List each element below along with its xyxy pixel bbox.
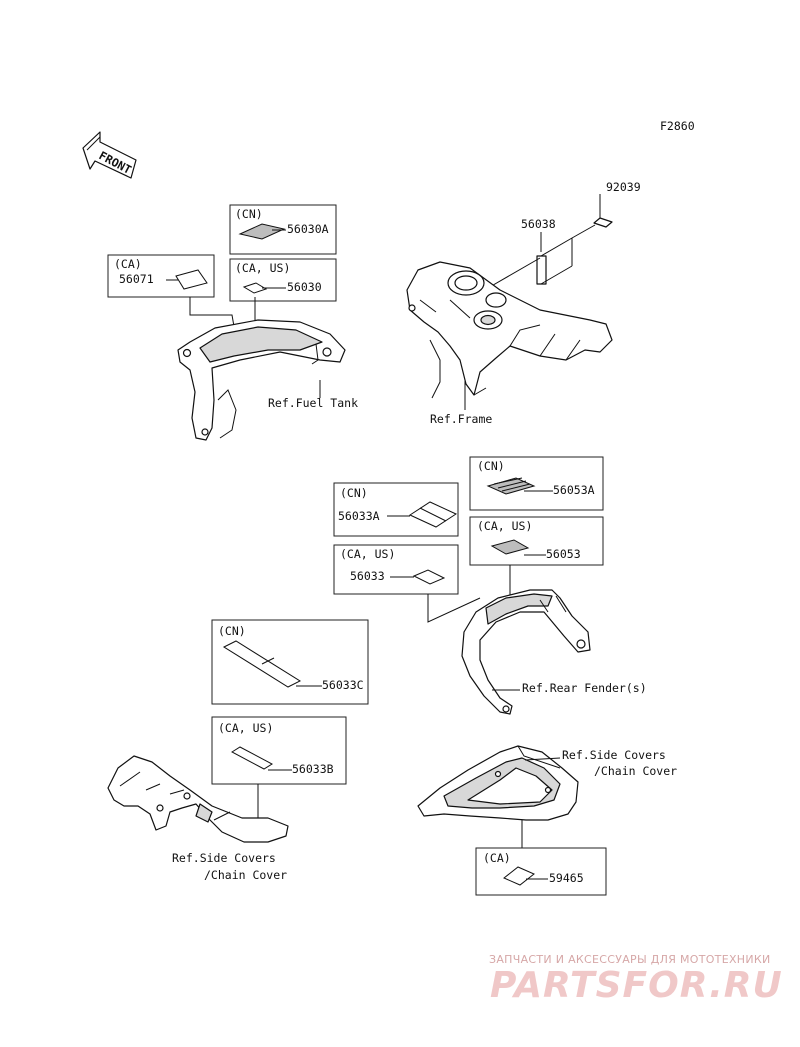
callout-box [333,544,459,595]
region-label: (CA, US) [477,519,532,533]
callout-56030: (CA, US) 56030 [229,258,337,302]
callout-56071: (CA) 56071 [107,254,215,298]
region-label: (CN) [340,486,368,500]
decal-59465 [503,866,535,886]
part-number: 56053A [553,483,595,497]
ref-rear-fender: Ref.Rear Fender(s) [522,681,647,695]
front-arrow-icon: FRONT [82,131,137,179]
watermark-tagline: ЗАПЧАСТИ И АКСЕССУАРЫ ДЛЯ МОТОТЕХНИКИ [489,953,771,966]
callout-56033c: (CN) 56033C [211,619,369,705]
part-number: 56033 [350,569,385,583]
region-label: (CA, US) [235,261,290,275]
rivet-92039 [593,217,613,228]
right-side-cover [417,745,579,821]
part-92039: 92039 [606,180,641,194]
figure-code: F2860 [660,119,695,133]
left-side-cover [107,755,289,843]
region-label: (CA, US) [340,547,395,561]
plate-56038 [536,255,547,285]
part-number: 56033B [292,762,334,776]
part-number: 56033C [322,678,364,692]
ref-side-covers-right-1: Ref.Side Covers [562,748,666,762]
callout-box [211,619,369,705]
ref-side-covers-left-2: /Chain Cover [204,868,287,882]
part-number: 56071 [119,272,154,286]
callout-56033b: (CA, US) 56033B [211,716,347,785]
region-label: (CA) [483,851,511,865]
callout-59465: (CA) 59465 [475,847,607,896]
part-number: 56053 [546,547,581,561]
callout-box [333,482,459,537]
decal-56071 [175,269,208,290]
part-number: 59465 [549,871,584,885]
callout-56033: (CA, US) 56033 [333,544,459,595]
ref-frame: Ref.Frame [430,412,492,426]
callout-box [211,716,347,785]
callout-box [475,847,607,896]
callout-56053a: (CN) 56053A [469,456,604,511]
part-number: 56033A [338,509,380,523]
decal-56030a [238,223,286,240]
callout-box [107,254,215,298]
callout-56030a: (CN) 56030A [229,204,337,255]
ref-fuel-tank: Ref.Fuel Tank [268,396,358,410]
decal-56030 [242,282,268,294]
watermark-brand: PARTSFOR.RU [490,965,783,1006]
callout-56053: (CA, US) 56053 [469,516,604,566]
callout-56033a: (CN) 56033A [333,482,459,537]
decal-56033 [412,569,446,585]
region-label: (CA, US) [218,721,273,735]
region-label: (CA) [114,257,142,271]
callout-box [469,516,604,566]
decal-56053 [490,539,530,555]
callout-box [229,258,337,302]
region-label: (CN) [235,207,263,221]
part-number: 56030A [287,222,329,236]
part-56038: 56038 [521,217,556,231]
region-label: (CN) [477,459,505,473]
region-label: (CN) [218,624,246,638]
rear-fender [461,589,591,715]
callout-box [469,456,604,511]
callout-box [229,204,337,255]
decal-56033b [231,746,273,770]
ref-side-covers-right-2: /Chain Cover [594,764,677,778]
ref-side-covers-left-1: Ref.Side Covers [172,851,276,865]
part-number: 56030 [287,280,322,294]
watermark: ЗАПЧАСТИ И АКСЕССУАРЫ ДЛЯ МОТОТЕХНИКИ PA… [489,953,783,1006]
frame [406,261,613,399]
fuel-tank-cover [177,319,346,441]
